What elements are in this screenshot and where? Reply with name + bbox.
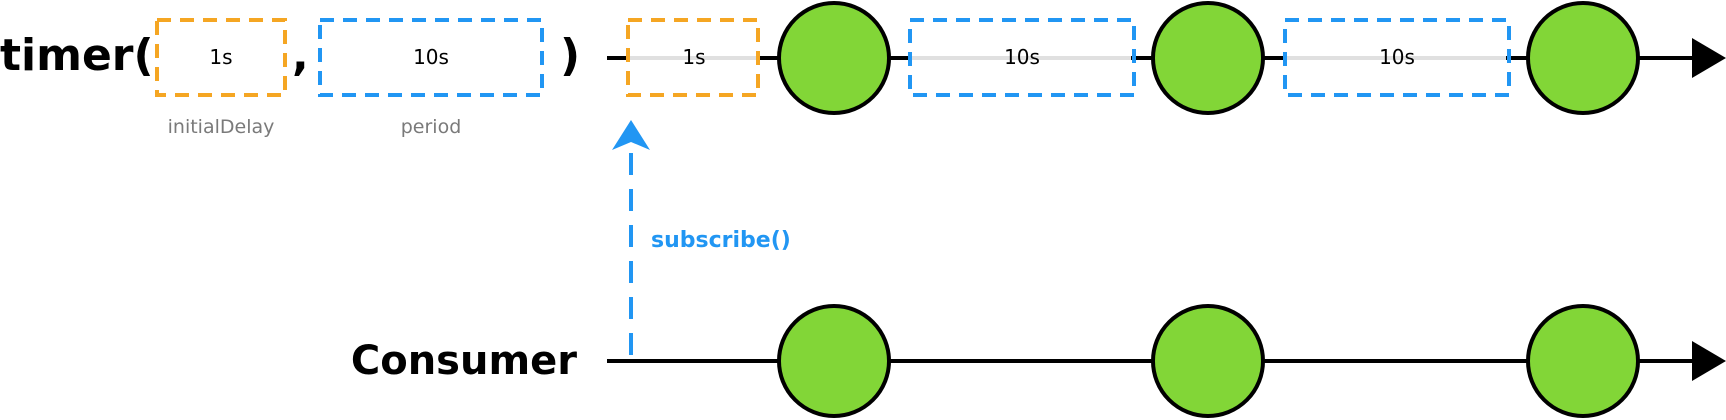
subscribe-arrow-head-icon	[612, 120, 650, 150]
period-interval-box	[908, 18, 1136, 97]
initial-delay-interval-label: 1s	[682, 45, 705, 69]
initial-delay-param-name: initialDelay	[168, 116, 275, 138]
comma-separator: ,	[292, 30, 309, 81]
consumer-emission-marble	[1151, 304, 1265, 418]
timer-timeline: 1s 10s 10s	[607, 1, 1726, 115]
period-param-value: 10s	[413, 45, 449, 69]
consumer-label: Consumer	[351, 338, 577, 384]
period-interval-label: 10s	[1379, 45, 1415, 69]
timeline-arrow-head-icon	[1692, 341, 1726, 381]
consumer-timeline: Consumer	[351, 304, 1726, 418]
close-paren: )	[560, 30, 580, 81]
timer-emission-marble	[1526, 1, 1640, 115]
initial-delay-param-box	[155, 18, 287, 97]
timer-emission-marble	[1151, 1, 1265, 115]
subscribe-arrow: subscribe()	[612, 120, 791, 355]
initial-delay-interval-box	[626, 18, 760, 97]
consumer-emission-marble	[777, 304, 891, 418]
initial-delay-param-value: 1s	[209, 45, 232, 69]
period-param-name: period	[401, 116, 462, 138]
timeline-arrow-head-icon	[1692, 38, 1726, 78]
period-param-box	[318, 18, 544, 97]
timer-emission-marble	[777, 1, 891, 115]
period-interval-box	[1283, 18, 1511, 97]
function-name-label: timer(	[0, 30, 154, 81]
subscribe-label: subscribe()	[651, 228, 791, 253]
period-interval-label: 10s	[1004, 45, 1040, 69]
consumer-emission-marble	[1526, 304, 1640, 418]
